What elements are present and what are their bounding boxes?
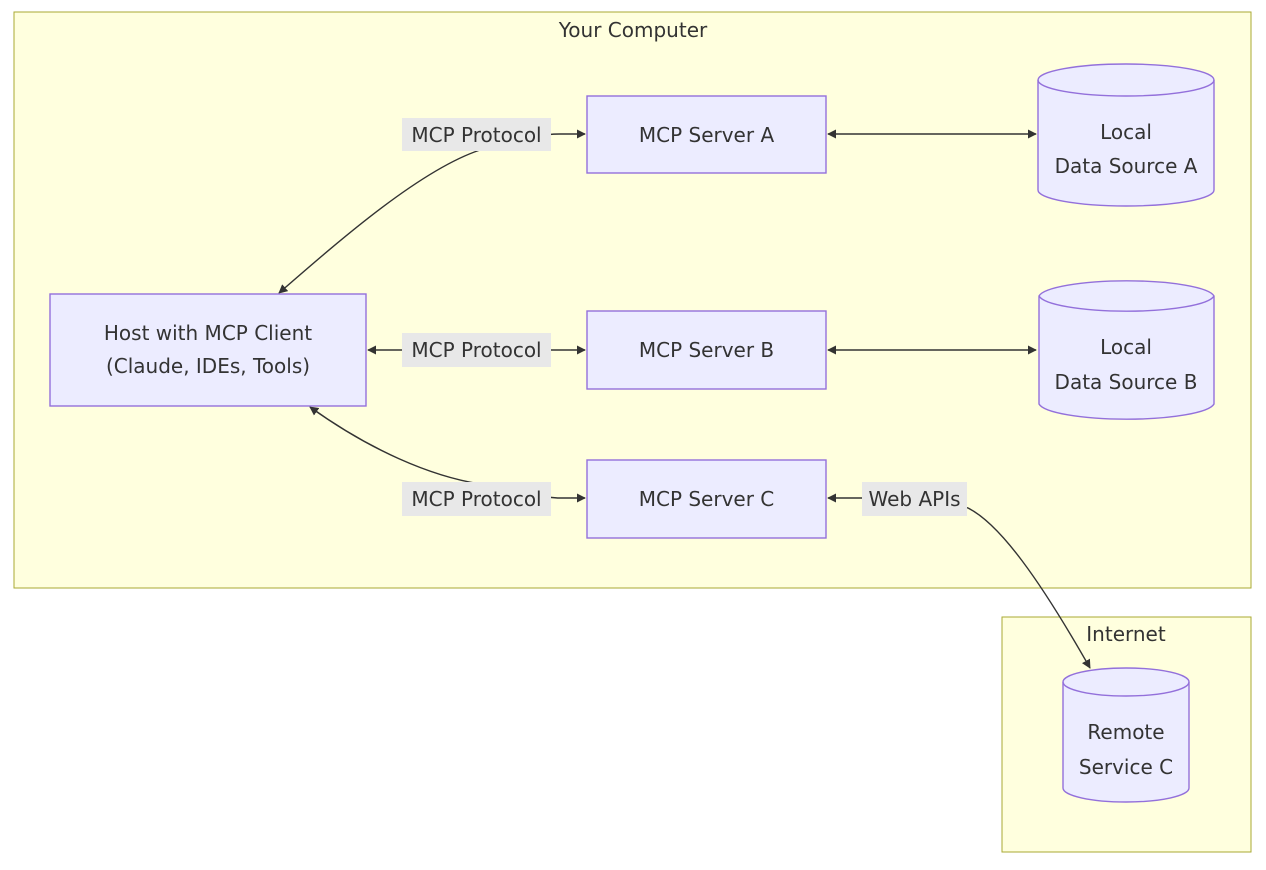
database-icon (1062, 667, 1190, 803)
edge-label-text: MCP Protocol (411, 487, 541, 511)
database-icon (1037, 63, 1215, 207)
node-host-mcp-client[interactable]: Host with MCP Client (Claude, IDEs, Tool… (49, 293, 367, 407)
node-mcp-server-c[interactable]: MCP Server C (586, 459, 827, 539)
node-mcp-server-b-label: MCP Server B (639, 338, 774, 362)
edge-label-host-server-c: MCP Protocol (402, 482, 551, 516)
node-remote-service-c[interactable]: Remote Service C (1062, 667, 1190, 803)
node-host-line1: Host with MCP Client (104, 321, 312, 345)
node-mcp-server-a[interactable]: MCP Server A (586, 95, 827, 174)
edge-label-text: MCP Protocol (411, 338, 541, 362)
node-mcp-server-c-label: MCP Server C (639, 487, 775, 511)
database-icon (1038, 280, 1215, 420)
node-remote-line1: Remote (1087, 720, 1164, 744)
node-data-b-line2: Data Source B (1055, 370, 1198, 394)
cluster-your-computer-title: Your Computer (558, 18, 708, 42)
node-data-b-line1: Local (1100, 335, 1152, 359)
edge-label-text: MCP Protocol (411, 123, 541, 147)
node-data-a-line2: Data Source A (1055, 154, 1198, 178)
node-mcp-server-a-label: MCP Server A (639, 123, 775, 147)
edge-label-text: Web APIs (868, 487, 960, 511)
edge-label-host-server-a: MCP Protocol (402, 118, 551, 151)
node-remote-line2: Service C (1079, 755, 1173, 779)
node-local-data-source-a[interactable]: Local Data Source A (1037, 63, 1215, 207)
node-local-data-source-b[interactable]: Local Data Source B (1038, 280, 1215, 420)
node-mcp-server-b[interactable]: MCP Server B (586, 310, 827, 390)
edge-label-server-c-remote: Web APIs (862, 482, 967, 516)
node-data-a-line1: Local (1100, 120, 1152, 144)
edge-label-host-server-b: MCP Protocol (402, 333, 551, 367)
cluster-internet-title: Internet (1086, 622, 1166, 646)
node-host-line2: (Claude, IDEs, Tools) (106, 354, 310, 378)
